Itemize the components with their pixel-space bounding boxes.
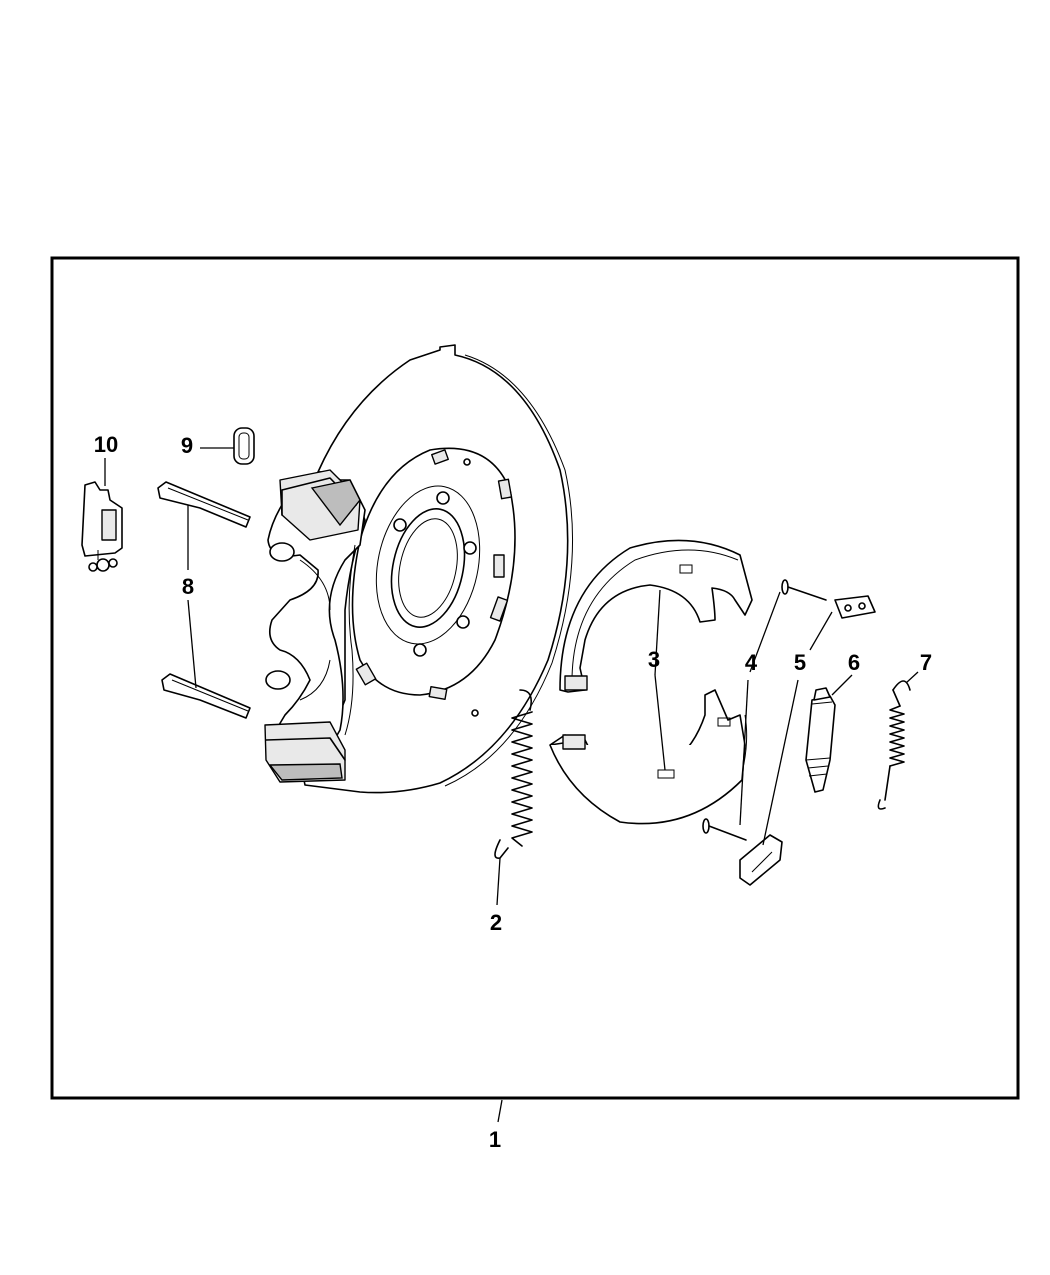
bracket-part [81, 481, 123, 572]
callout-1: 1 [489, 1127, 501, 1152]
callout-10: 10 [94, 432, 118, 457]
callout-5: 5 [794, 650, 806, 675]
hold-down-clips [739, 595, 876, 886]
callouts: 1 2 3 4 5 6 7 8 9 10 [94, 432, 932, 1152]
callout-9: 9 [181, 433, 193, 458]
callout-3: 3 [648, 647, 660, 672]
clip-part [233, 427, 255, 465]
pad-slides [157, 481, 251, 719]
parking-brake-shoes [549, 539, 753, 825]
kit-frame [50, 256, 1020, 1100]
backing-plate [299, 344, 574, 794]
callout-2: 2 [490, 910, 502, 935]
callout-7: 7 [920, 650, 932, 675]
adjuster-spring [877, 680, 911, 810]
callout-6: 6 [848, 650, 860, 675]
callout-8: 8 [182, 574, 194, 599]
adjuster [805, 687, 836, 793]
callout-4: 4 [745, 650, 758, 675]
caliper-bracket [264, 469, 366, 783]
leader-lines [104, 447, 919, 1123]
hold-down-pins [702, 579, 827, 841]
